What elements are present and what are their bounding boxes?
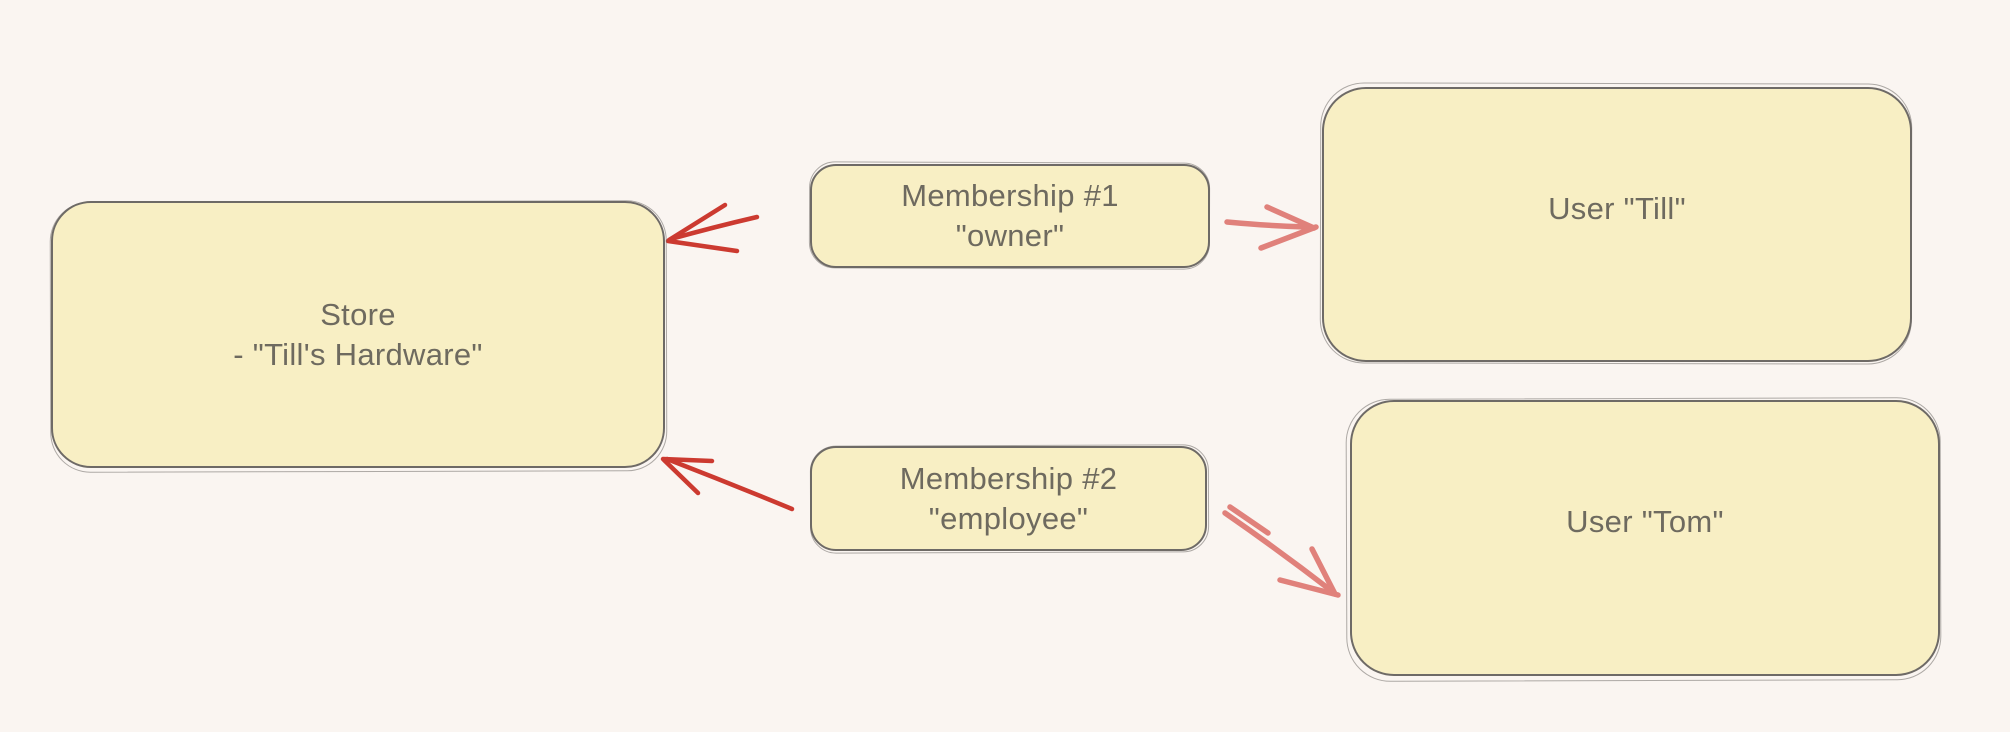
arrow-membership1-to-store [665,202,760,254]
arrowhead-barb [1277,577,1341,598]
arrow-membership2-to-store [660,456,795,512]
node-store-subtitle: - "Till's Hardware" [233,336,483,372]
arrowhead-barb [661,457,701,496]
node-store: Store - "Till's Hardware" [51,201,665,468]
arrow-shaft [1224,219,1310,230]
arrowhead-barb [666,202,728,243]
arrowhead-barb [1309,546,1338,597]
node-user-tom: User "Tom" [1350,400,1940,676]
node-store-label: Store - "Till's Hardware" [233,295,483,375]
node-user-till: User "Till" [1322,87,1912,362]
node-membership-1-role: "owner" [955,218,1065,253]
arrow-shaft [668,214,760,242]
node-user-till-title: User "Till" [1548,190,1686,226]
node-user-tom-label: User "Tom" [1566,502,1724,542]
arrowhead-barb [665,238,740,254]
node-membership-2-label: Membership #2 "employee" [900,459,1118,539]
node-membership-2-role: "employee" [928,500,1089,536]
arrow-membership1-to-user-till [1224,204,1319,251]
node-membership-2: Membership #2 "employee" [810,446,1207,551]
arrowhead-barb [1258,224,1319,251]
node-membership-1-title: Membership #1 [901,178,1119,213]
arrow-shaft [1222,510,1336,595]
arrow-membership2-to-user-tom [1222,504,1341,598]
node-user-till-label: User "Till" [1548,189,1686,229]
node-membership-1: Membership #1 "owner" [810,164,1210,268]
node-user-tom-title: User "Tom" [1566,504,1724,539]
node-membership-1-label: Membership #1 "owner" [901,176,1119,256]
arrowhead-barb [660,456,715,464]
node-store-title: Store [320,296,396,332]
arrow-shaft-sketch-line [1227,504,1271,536]
arrow-shaft [664,456,795,512]
node-membership-2-title: Membership #2 [899,460,1118,496]
arrowhead-barb [1264,204,1317,231]
